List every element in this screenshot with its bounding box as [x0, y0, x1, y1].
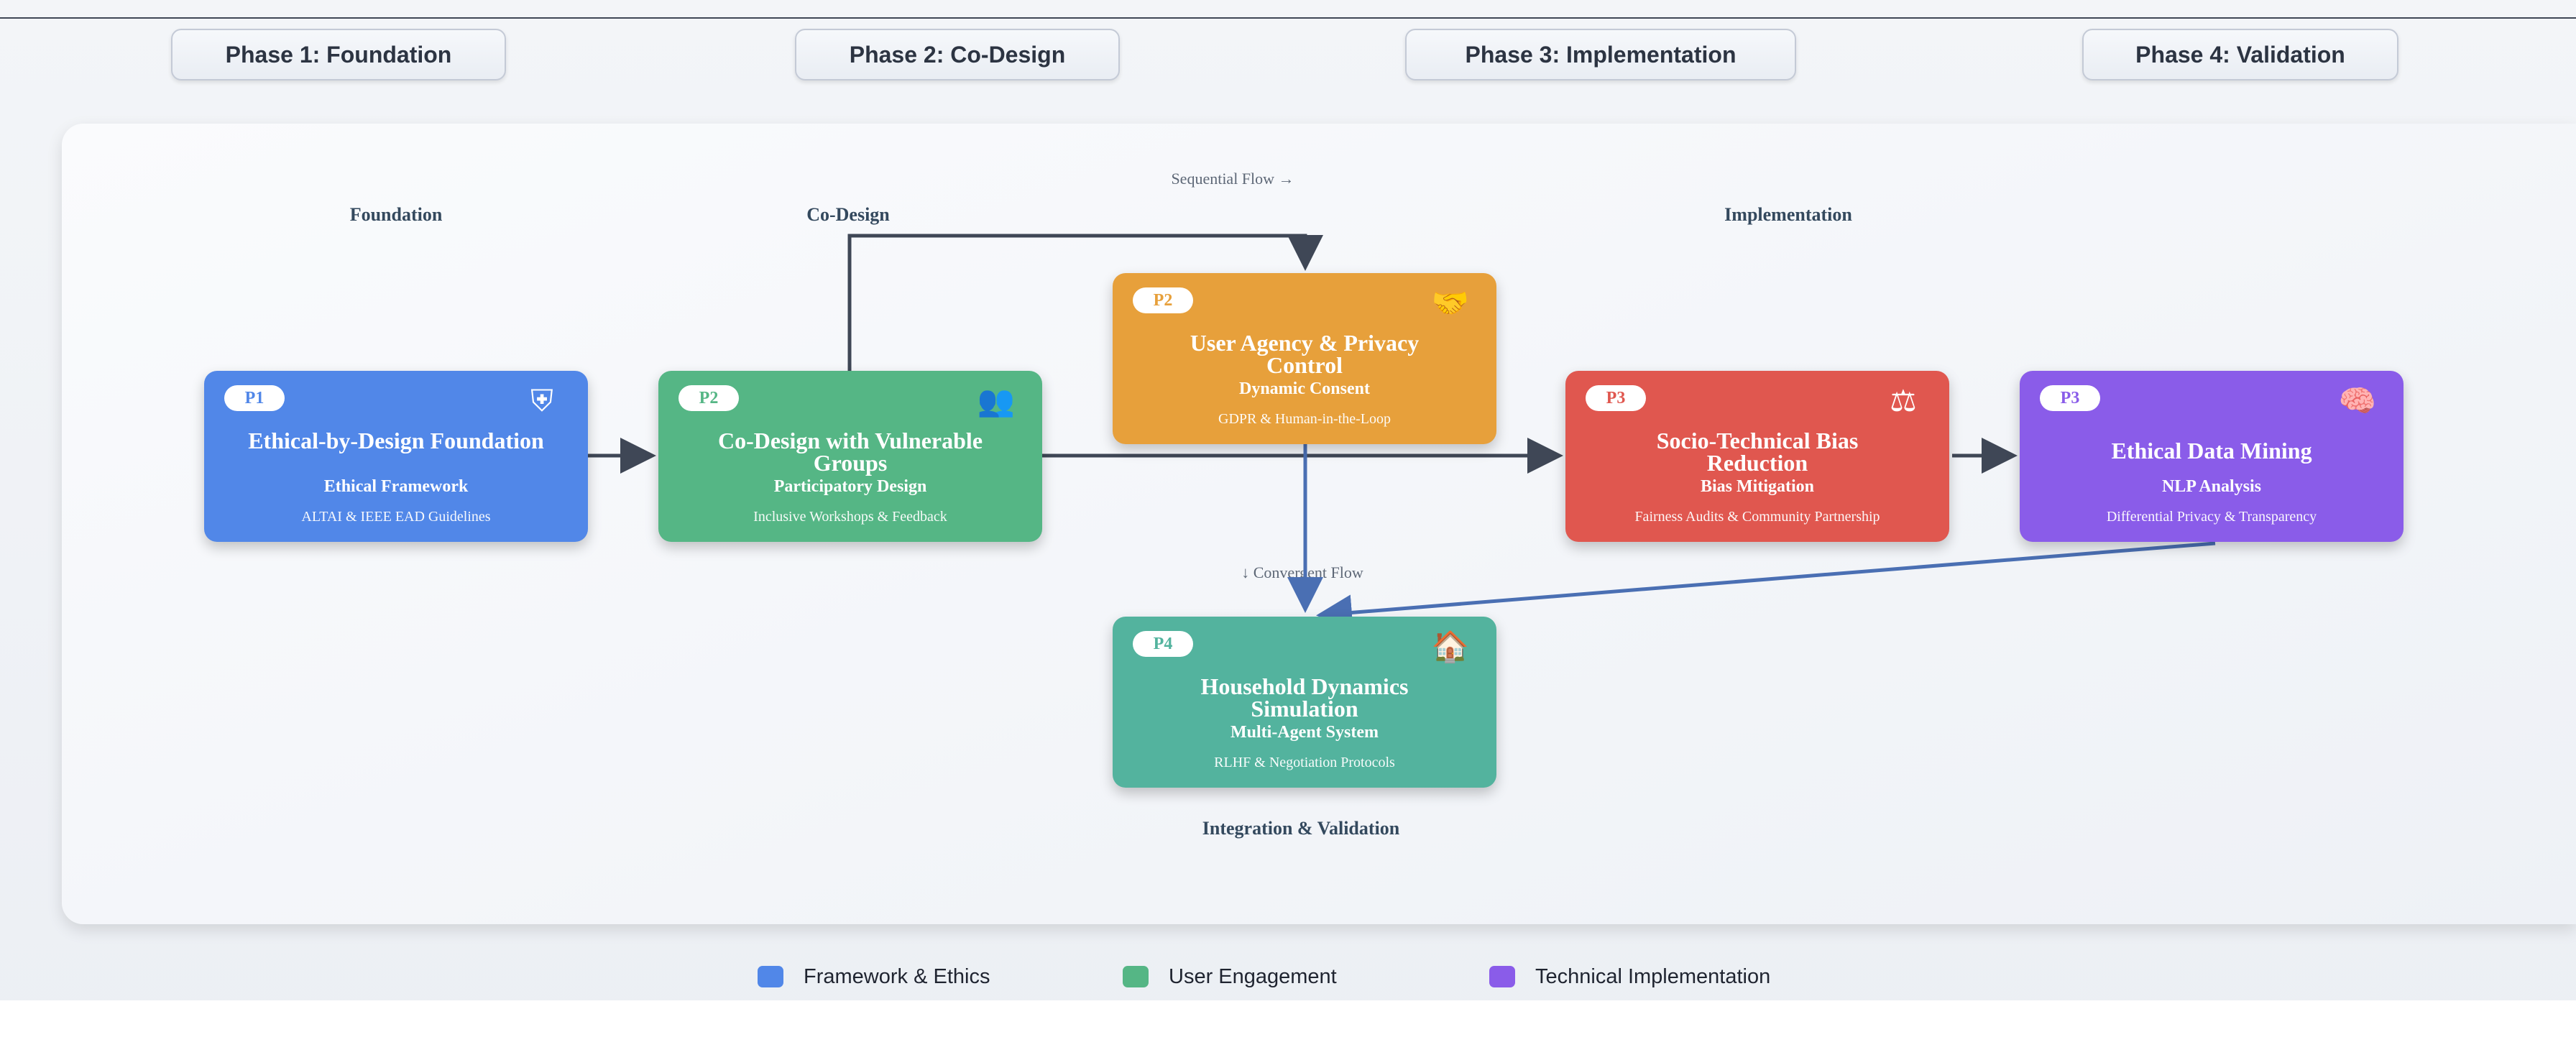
node-footer: Inclusive Workshops & Feedback [753, 509, 947, 525]
node-subtitle: NLP Analysis [2161, 477, 2262, 496]
handshake-icon: 🤝 [1431, 285, 1470, 321]
node-footer: Fairness Audits & Community Partnership [1634, 509, 1880, 525]
node-badge: P4 [1133, 631, 1193, 657]
node-co-design-vulnerable-groups[interactable]: P2 👥 Co-Design with Vulnerable Groups Pa… [658, 371, 1042, 542]
node-footer: Differential Privacy & Transparency [2106, 509, 2317, 525]
node-badge: P3 [2040, 385, 2100, 411]
phase-1-header: Phase 1: Foundation [171, 29, 506, 80]
node-title: Ethical Data Mining [2111, 438, 2312, 464]
node-ethical-data-mining[interactable]: P3 🧠 Ethical Data Mining NLP Analysis Di… [2020, 371, 2404, 542]
node-subtitle: Dynamic Consent [1238, 379, 1370, 398]
phase-4-header: Phase 4: Validation [2082, 29, 2398, 80]
legend-label: User Engagement [1169, 964, 1337, 988]
node-title: Socio-Technical Bias Reduction [1656, 428, 1859, 476]
legend-band [0, 1000, 2576, 1055]
node-footer: GDPR & Human-in-the-Loop [1218, 411, 1391, 427]
column-label-foundation: Foundation [349, 204, 443, 225]
node-socio-technical-bias-reduction[interactable]: P3 ⚖ Socio-Technical Bias Reduction Bias… [1565, 371, 1949, 542]
scales-icon: ⚖ [1890, 383, 1917, 418]
node-title: User Agency & Privacy Control [1190, 330, 1420, 378]
legend-swatch [758, 966, 783, 987]
node-subtitle: Bias Mitigation [1700, 477, 1814, 496]
brain-icon: 🧠 [2338, 383, 2377, 418]
phase-2-header: Phase 2: Co-Design [795, 29, 1120, 80]
legend-item-framework-ethics: Framework & Ethics [758, 965, 990, 988]
shield-icon: ⛨ [530, 383, 553, 418]
convergent-flow-note: ↓ Convergent Flow [1241, 563, 1363, 581]
node-user-agency-privacy-control[interactable]: P2 🤝 User Agency & Privacy Control Dynam… [1113, 273, 1496, 444]
node-household-dynamics-simulation[interactable]: P4 🏠 Household Dynamics Simulation Multi… [1113, 617, 1496, 788]
node-title: Household Dynamics Simulation [1200, 673, 1409, 722]
legend-label: Technical Implementation [1535, 964, 1771, 988]
sequential-flow-note: Sequential Flow → [1171, 170, 1294, 188]
column-label-implementation: Implementation [1724, 204, 1852, 225]
node-subtitle: Participatory Design [773, 477, 927, 496]
legend-swatch [1123, 966, 1149, 987]
node-subtitle: Ethical Framework [323, 477, 469, 496]
top-border [0, 17, 2576, 19]
node-footer: RLHF & Negotiation Protocols [1214, 755, 1395, 770]
house-icon: 🏠 [1431, 629, 1470, 664]
phase-3-header: Phase 3: Implementation [1405, 29, 1796, 80]
node-footer: ALTAI & IEEE EAD Guidelines [301, 509, 491, 525]
node-title: Ethical-by-Design Foundation [248, 428, 544, 453]
node-badge: P3 [1586, 385, 1646, 411]
node-title: Co-Design with Vulnerable Groups [717, 428, 983, 476]
column-label-codesign: Co-Design [806, 204, 890, 225]
legend-swatch [1489, 966, 1515, 987]
node-badge: P2 [678, 385, 739, 411]
node-subtitle: Multi-Agent System [1230, 723, 1379, 742]
column-label-integration: Integration & Validation [1202, 818, 1400, 839]
legend-label: Framework & Ethics [804, 964, 990, 988]
people-icon: 👥 [977, 383, 1016, 418]
legend-item-technical-implementation: Technical Implementation [1489, 965, 1770, 988]
node-ethical-by-design-foundation[interactable]: P1 ⛨ Ethical-by-Design Foundation Ethica… [204, 371, 588, 542]
legend-item-user-engagement: User Engagement [1123, 965, 1337, 988]
node-badge: P1 [224, 385, 285, 411]
node-badge: P2 [1133, 287, 1193, 313]
